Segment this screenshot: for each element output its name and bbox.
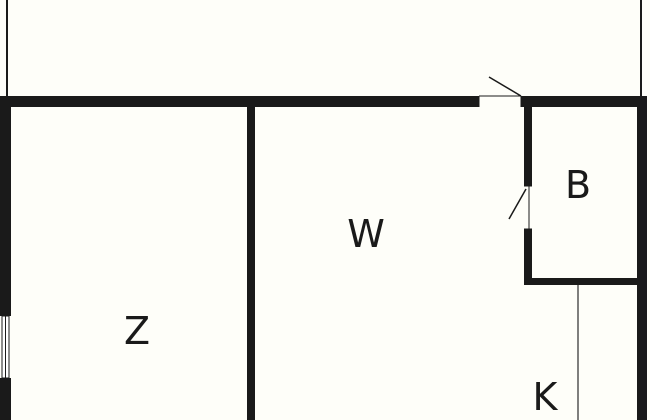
top-wall-right	[521, 96, 647, 107]
right-wall	[637, 96, 647, 420]
top-wall-left	[4, 96, 479, 107]
bath-door-leaf	[508, 188, 527, 220]
wall-z-w	[247, 96, 255, 420]
room-label-z: Z	[123, 309, 151, 353]
left-wall-upper	[0, 96, 11, 316]
room-label-b: B	[564, 163, 592, 207]
room-label-w: W	[347, 212, 385, 256]
bath-wall-left-upper	[524, 96, 532, 186]
bath-wall-left-lower	[524, 229, 532, 285]
room-label-k: K	[532, 375, 558, 419]
balcony-door-leaf	[488, 76, 522, 97]
bath-wall-bottom	[524, 278, 640, 285]
left-wall-lower	[0, 378, 11, 420]
